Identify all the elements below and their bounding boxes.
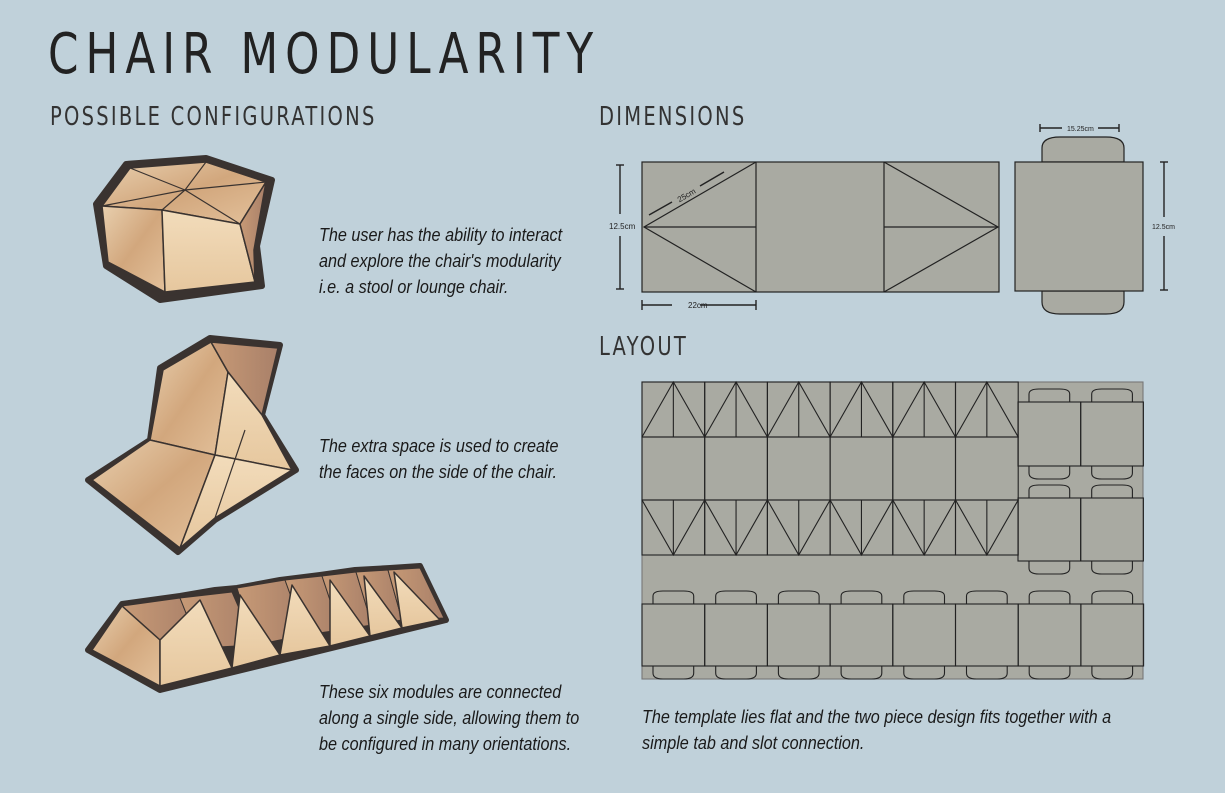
tab — [1028, 388, 1071, 402]
tab — [652, 666, 695, 680]
tab — [1091, 590, 1134, 604]
tab — [965, 590, 1008, 604]
side-panel — [1080, 497, 1144, 562]
height-label: 12.5cm — [609, 222, 636, 231]
tab — [903, 590, 946, 604]
tab — [1028, 561, 1071, 575]
tab — [1091, 388, 1133, 402]
desc-line: These six modules are connected — [319, 682, 562, 702]
section-title-configurations: POSSIBLE CONFIGURATIONS — [50, 102, 377, 132]
layout-template — [641, 380, 1145, 680]
side-panel — [1080, 603, 1145, 667]
tab — [1091, 466, 1133, 480]
desc-line: and explore the chair's modularity — [319, 251, 561, 271]
desc-line: The template lies flat and the two piece… — [642, 707, 1112, 727]
tab — [652, 590, 695, 604]
side-panel — [1080, 401, 1144, 467]
modules-illustration — [85, 563, 449, 693]
tab — [715, 590, 757, 604]
tab — [1028, 590, 1071, 604]
tab — [715, 666, 757, 680]
desc-line: be configured in many orientations. — [319, 734, 572, 754]
desc-line: i.e. a stool or lounge chair. — [319, 277, 509, 297]
desc-line: the faces on the side of the chair. — [319, 462, 558, 482]
lounge-description: The extra space is used to create the fa… — [319, 433, 559, 485]
tab — [1091, 561, 1133, 575]
modules-description: These six modules are connected along a … — [319, 679, 579, 757]
lounge-chair-illustration — [85, 335, 299, 555]
layout-description: The template lies flat and the two piece… — [642, 704, 1111, 756]
tab — [840, 590, 883, 604]
tab — [1091, 484, 1133, 498]
dimensions-drawing — [616, 124, 1168, 315]
stool-description: The user has the ability to interact and… — [319, 222, 562, 300]
desc-line: The user has the ability to interact — [319, 225, 563, 245]
tab — [777, 666, 820, 680]
width-label: 22cm — [688, 301, 708, 310]
tab — [1028, 666, 1071, 680]
page-title: CHAIR MODULARITY — [48, 22, 601, 87]
section-title-layout: LAYOUT — [599, 332, 689, 362]
desc-line: along a single side, allowing them to — [319, 708, 580, 728]
side-height-label: 12.5cm — [1152, 224, 1175, 231]
tab — [1028, 466, 1071, 480]
tab — [1091, 666, 1134, 680]
tab — [840, 666, 883, 680]
tab — [965, 666, 1008, 680]
tab — [777, 590, 820, 604]
desc-line: simple tab and slot connection. — [642, 733, 865, 753]
desc-line: The extra space is used to create — [319, 436, 559, 456]
tab — [1028, 484, 1071, 498]
stool-illustration — [93, 155, 275, 303]
tab — [903, 666, 946, 680]
section-title-dimensions: DIMENSIONS — [599, 102, 747, 132]
tab-width-label: 15.25cm — [1067, 126, 1094, 133]
